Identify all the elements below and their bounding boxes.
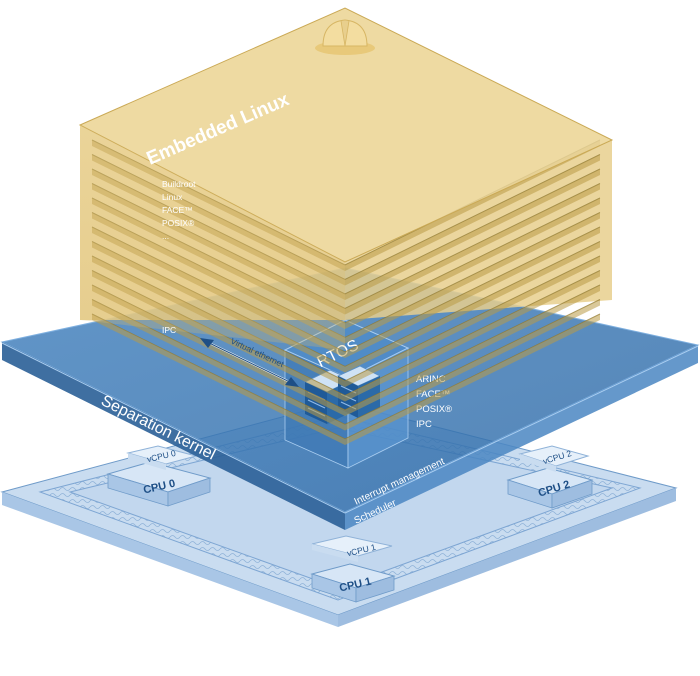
kernel-right-side	[345, 345, 698, 530]
kernel-left-side	[2, 342, 345, 530]
rtos-item-ipc: IPC	[416, 419, 432, 430]
rtos-item-face: FACE™	[416, 389, 450, 400]
vcpu-2-block: vCPU 2	[518, 445, 590, 472]
embedded-linux-stack: Embedded Linux Buildroot Linux FACE™ POS…	[78, 7, 614, 445]
rtos-item-arinc: ARINC	[416, 374, 446, 385]
cpu-board-left-side	[2, 492, 338, 627]
rtos-item-posix: POSIX®	[416, 404, 452, 415]
hardhat-icon	[315, 19, 375, 55]
cpu-0-block: CPU 0	[106, 461, 212, 507]
cpu-2-block: CPU 2	[506, 467, 594, 509]
linux-front-face	[80, 125, 345, 350]
linux-item-ipc: IPC	[162, 325, 176, 335]
linux-item-posix: POSIX®	[162, 218, 195, 228]
linux-item-face: FACE™	[162, 205, 193, 215]
linux-item-ellipsis: ...	[162, 231, 169, 241]
linux-item-linux: Linux	[162, 192, 183, 202]
linux-item-buildroot: Buildroot	[162, 179, 196, 189]
cpu-1-block: CPU 1	[310, 563, 396, 603]
bidirectional-arrow-icon	[202, 339, 297, 386]
cpu-board-right-side	[338, 488, 676, 627]
vcpu-0-block: vCPU 0	[126, 445, 198, 470]
